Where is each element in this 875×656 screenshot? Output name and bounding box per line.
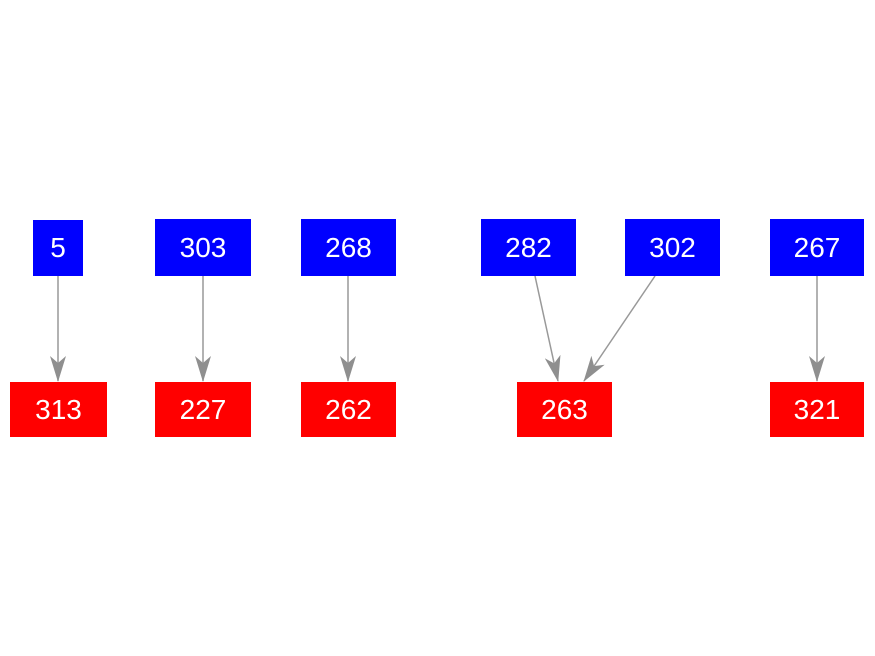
node-262: 262 xyxy=(301,382,396,437)
node-label: 5 xyxy=(50,232,66,263)
node-302: 302 xyxy=(625,219,720,276)
edge-group xyxy=(50,275,825,382)
node-321: 321 xyxy=(770,382,864,437)
node-5: 5 xyxy=(33,220,83,276)
node-313: 313 xyxy=(10,382,107,437)
node-label: 267 xyxy=(793,231,841,263)
node-label: 313 xyxy=(35,393,82,425)
node-282: 282 xyxy=(481,219,576,276)
node-label: 268 xyxy=(325,231,372,263)
node-label: 262 xyxy=(325,393,372,425)
edge-302-to-263 xyxy=(583,275,656,382)
node-227: 227 xyxy=(155,382,251,437)
node-label: 263 xyxy=(541,393,588,425)
node-label: 302 xyxy=(649,231,696,263)
node-303: 303 xyxy=(155,219,251,276)
node-label: 282 xyxy=(505,231,552,263)
node-label: 303 xyxy=(179,231,227,263)
node-label: 321 xyxy=(793,393,841,425)
edge-282-to-263 xyxy=(534,275,561,382)
node-label: 227 xyxy=(179,393,227,425)
node-263: 263 xyxy=(517,382,612,437)
node-268: 268 xyxy=(301,219,396,276)
node-267: 267 xyxy=(770,219,864,276)
